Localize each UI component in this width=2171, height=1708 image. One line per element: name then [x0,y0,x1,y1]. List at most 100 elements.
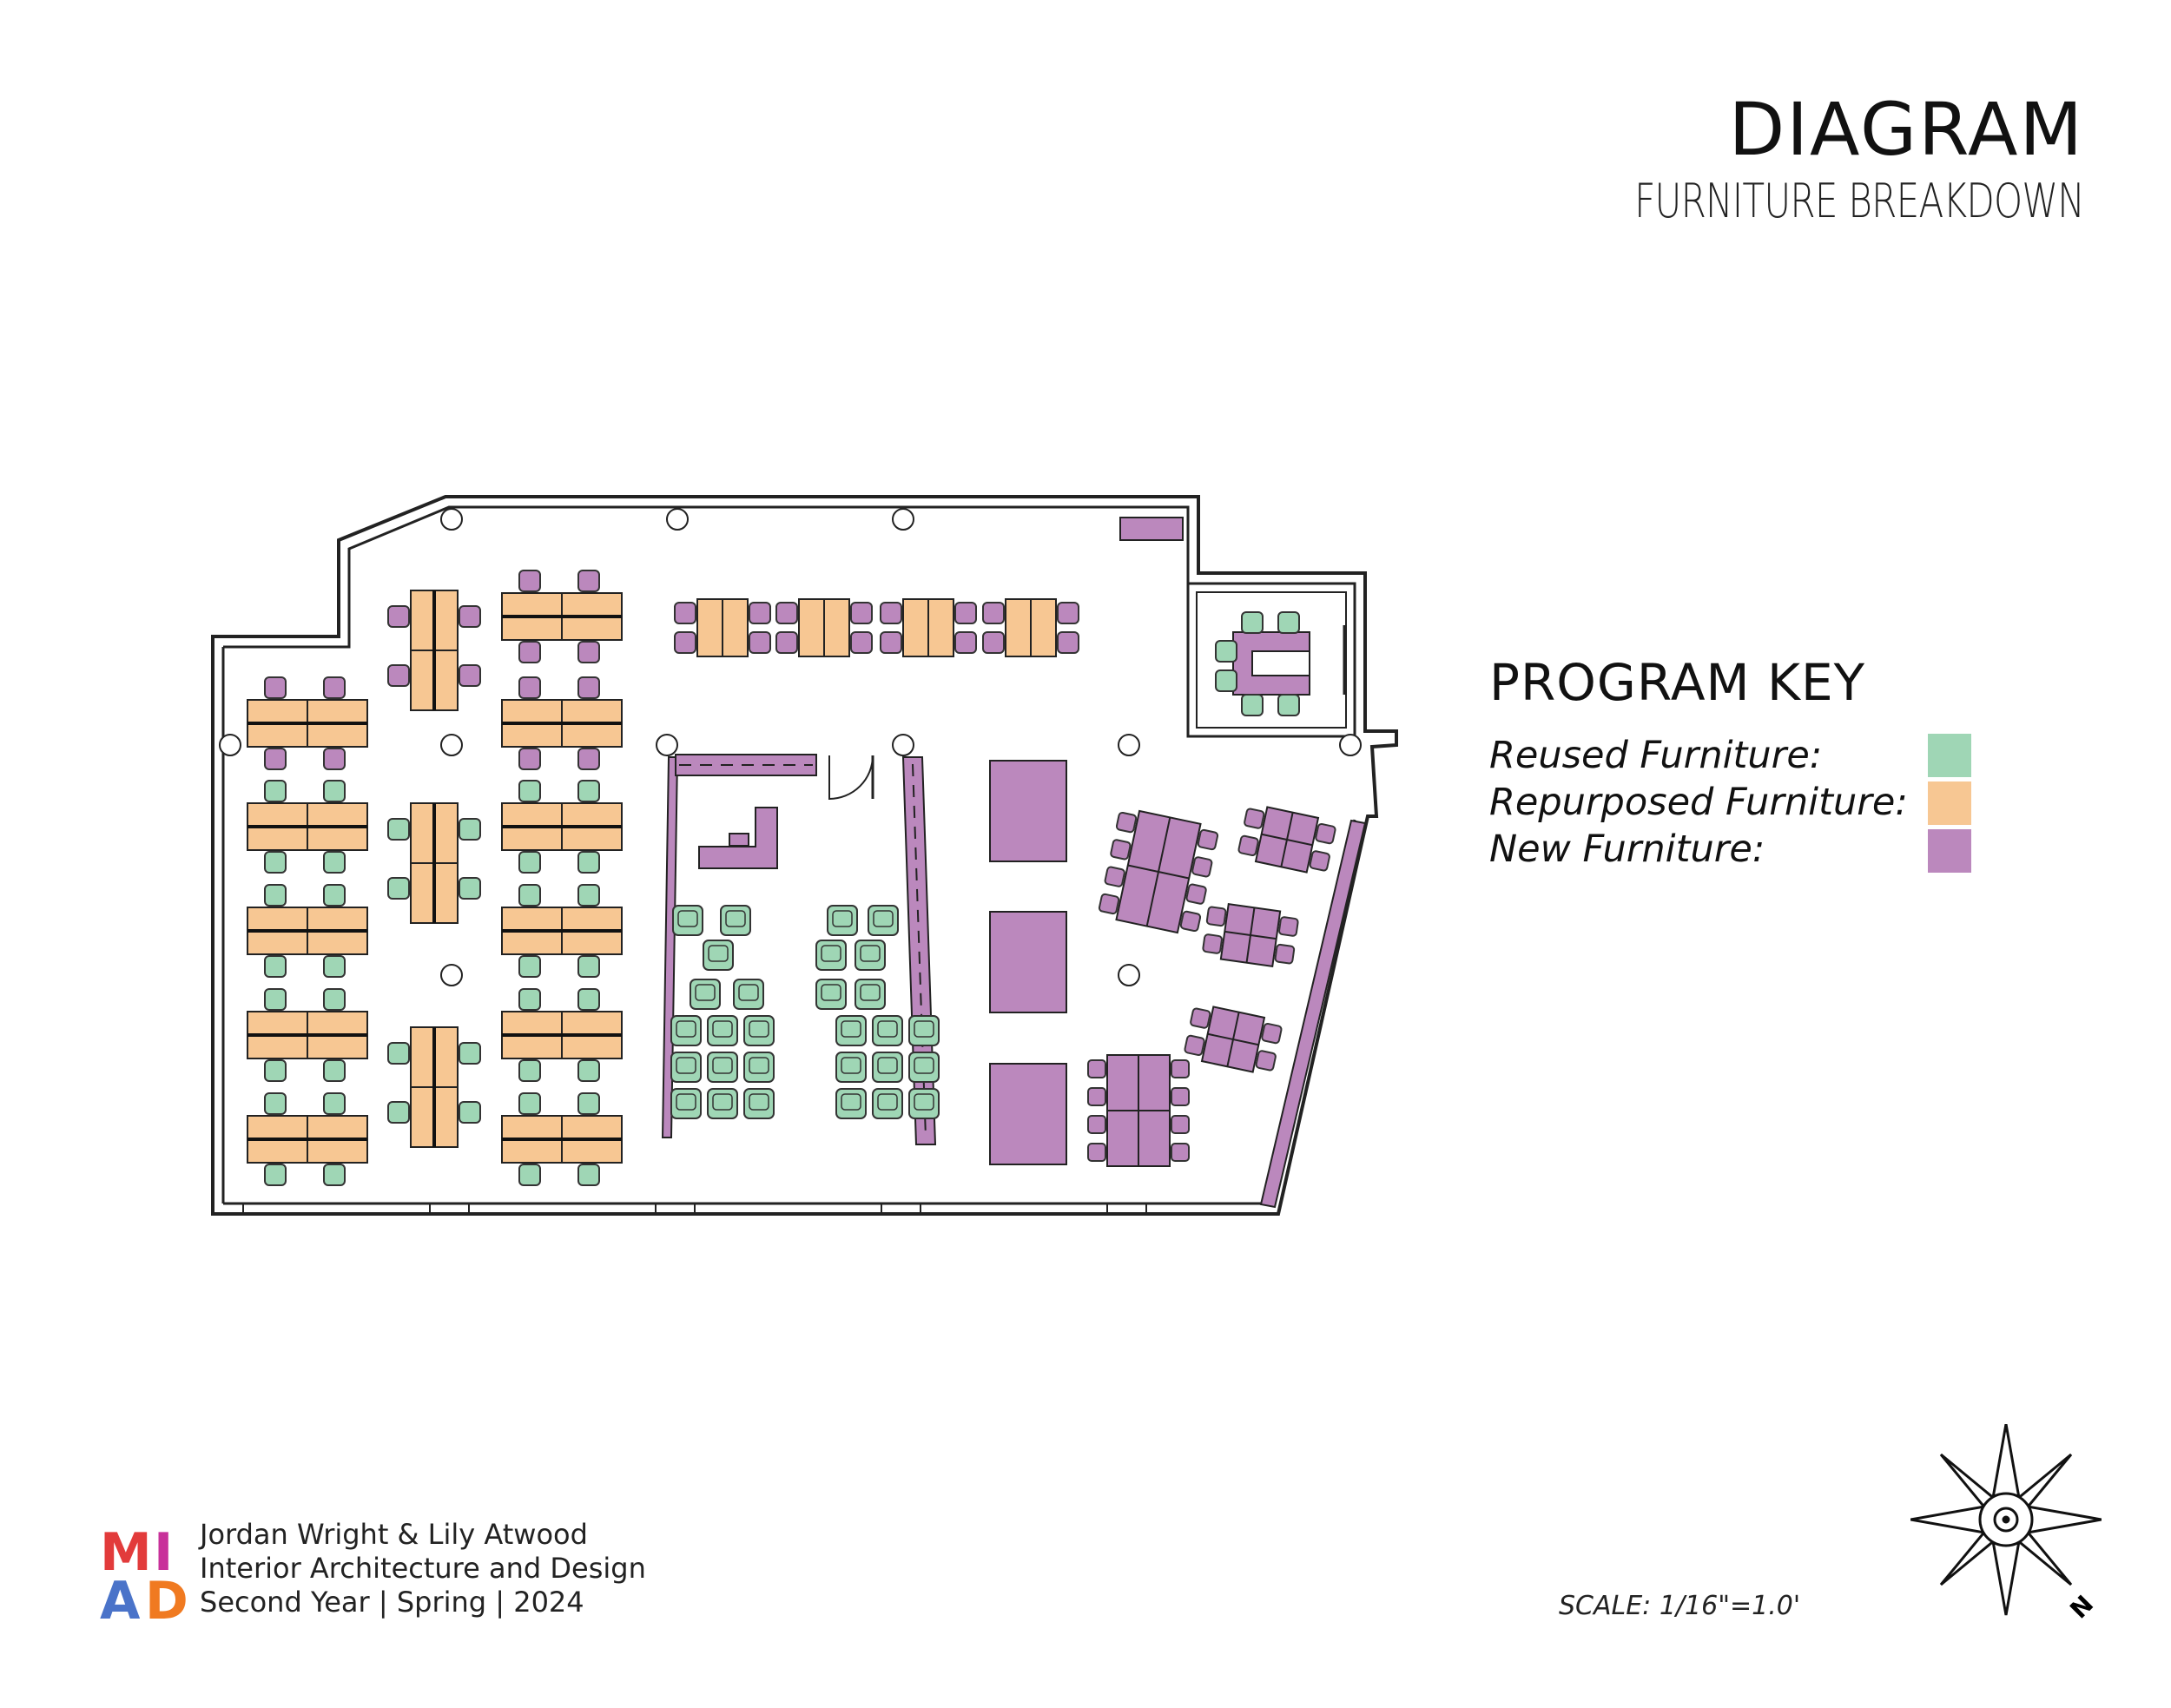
chair [518,676,541,699]
chair [459,605,481,628]
lounge-cushion [676,1057,696,1074]
column [892,734,914,756]
office-wall [1186,582,1356,738]
lounge-chair [670,1088,702,1119]
chair [577,641,600,663]
chair [1087,1143,1106,1162]
column [656,734,678,756]
diagram-title: DIAGRAM [1728,87,2084,172]
chair [577,955,600,978]
lounge-cushion [860,945,881,962]
lounge-chair [703,940,734,971]
large-table [989,760,1067,862]
chair [775,602,798,624]
lounge-cushion [676,1093,696,1111]
key-label-new: New Furniture: [1489,828,1765,871]
lounge-cushion [914,1020,934,1038]
key-swatch-reused [1928,734,1971,777]
chair [1315,822,1336,845]
lounge-chair [872,1088,903,1119]
logo-letter-i: I [154,1522,173,1583]
partition-wall [901,756,937,1145]
chair [459,1101,481,1124]
chair [982,631,1005,654]
chair [323,748,346,770]
table-divider [1127,864,1190,880]
chair [954,602,977,624]
key-label-reused: Reused Furniture: [1489,734,1823,777]
chair [1190,1007,1211,1029]
chair [577,1059,600,1082]
chair [1277,694,1300,716]
chair [577,1164,600,1186]
chair [577,780,600,802]
chair [1241,611,1264,634]
chair [264,1092,287,1115]
lounge-cushion [708,945,729,962]
lounge-cushion [695,984,716,1001]
chair [518,955,541,978]
lounge-cushion [841,1093,861,1111]
chair [323,884,346,907]
chair [518,748,541,770]
lounge-chair [835,1052,867,1083]
chair [264,676,287,699]
chair [323,1092,346,1115]
large-table [989,911,1067,1013]
lounge-cushion [725,910,746,927]
chair [264,780,287,802]
chair [518,1059,541,1082]
chair [954,631,977,654]
lounge-cushion [712,1020,733,1038]
lounge-cushion [873,910,894,927]
lounge-cushion [832,910,853,927]
reception-desk [698,807,778,869]
exterior-wall-outer [211,495,1398,1216]
chair [518,570,541,592]
chair [1309,850,1330,872]
chair [518,851,541,874]
chair [1104,866,1125,887]
column [1339,734,1362,756]
program-key-title: PROGRAM KEY [1489,653,1866,712]
lounge-cushion [877,1093,898,1111]
lounge-chair [855,940,886,971]
lounge-chair [908,1088,940,1119]
chair [577,851,600,874]
chair [518,780,541,802]
chair [264,851,287,874]
lounge-chair [743,1052,775,1083]
chair [387,818,410,841]
lounge-chair [672,905,703,936]
lounge-cushion [676,1020,696,1038]
lounge-chair [868,905,899,936]
chair [1185,883,1207,905]
column [1118,734,1140,756]
chair [850,631,873,654]
new-table-cluster [1098,809,1219,934]
lounge-chair [690,979,721,1010]
lounge-cushion [738,984,759,1001]
chair [577,884,600,907]
lounge-chair [670,1052,702,1083]
lounge-cushion [860,984,881,1001]
chair [264,988,287,1011]
chair [1278,916,1299,937]
new-table-cluster [1237,806,1336,874]
lounge-chair [707,1052,738,1083]
lounge-cushion [749,1093,769,1111]
key-label-repurposed: Repurposed Furniture: [1489,781,1908,824]
chair [1191,856,1213,878]
north-arrow-compass-icon: N [1910,1424,2102,1625]
lounge-chair [707,1088,738,1119]
chair [459,1042,481,1065]
chair [459,664,481,687]
chair [1261,1022,1283,1045]
chair [1274,943,1296,965]
chair [1171,1115,1190,1134]
chair [323,851,346,874]
lounge-chair [707,1015,738,1046]
logo-letter-a: A [100,1571,140,1632]
chair [264,1059,287,1082]
table-divider [1261,833,1313,847]
